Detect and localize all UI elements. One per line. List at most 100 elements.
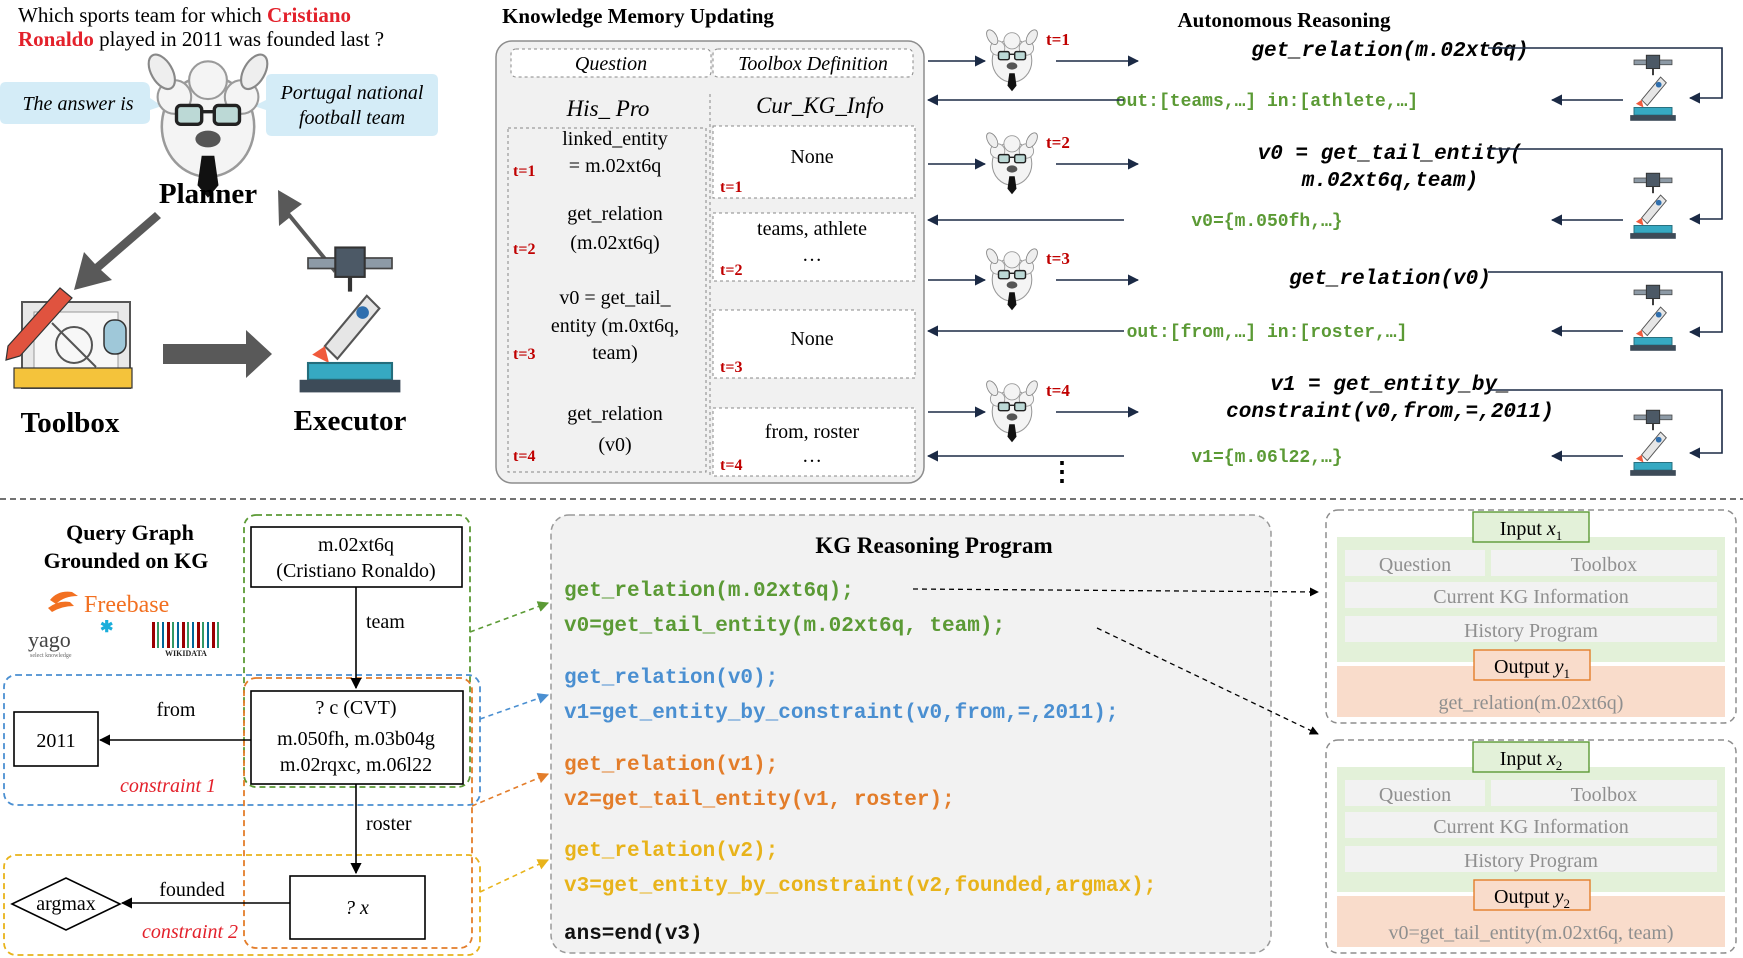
program-panel [550, 514, 1272, 954]
planner-llama-icon [983, 378, 1041, 443]
tool-call-text: get_relation(v0) [1289, 268, 1491, 291]
input-label-box [1472, 511, 1590, 543]
cvt-node-values-2: m.02rqxc, m.06l22 [280, 754, 432, 776]
tool-call-text: v0 = get_tail_entity( [1258, 143, 1523, 166]
call-to-executor-arrow [1488, 148, 1723, 225]
program-line: v3=get_entity_by_constraint(v2,founded,a… [564, 875, 1156, 898]
program-line: v0=get_tail_entity(m.02xt6q, team); [564, 615, 1005, 638]
toolbox-icon [5, 287, 133, 389]
history-chip-label: History Program [1464, 850, 1598, 872]
question-chip-label: Question [1379, 784, 1451, 806]
kg-info-chip-label: Current KG Information [1433, 586, 1629, 608]
cur-kg-header: Cur_KG_Info [756, 93, 884, 118]
output-label-box [1473, 649, 1591, 681]
toolbox-to-executor-arrow [163, 330, 272, 378]
his-pro-step-label: t=4 [513, 448, 535, 465]
his-pro-line: linked_entity [562, 128, 668, 150]
cur-kg-line: … [802, 244, 822, 266]
wikidata-bar [182, 622, 185, 648]
freebase-text: Freebase [84, 592, 169, 618]
call-to-executor-arrow [1488, 47, 1723, 104]
wikidata-bar [172, 622, 174, 648]
planner-label: Planner [159, 178, 257, 210]
cvt-node [250, 690, 464, 785]
question-tab-label: Question [575, 53, 647, 75]
toolbox-chip [1491, 780, 1717, 806]
executor-label: Executor [294, 405, 407, 437]
argmax-node [10, 877, 122, 931]
execution-output-text: out:[from,…] in:[roster,…] [1127, 323, 1408, 343]
memory-title: Knowledge Memory Updating [502, 4, 774, 28]
reasoning-step-label: t=1 [1046, 30, 1070, 49]
cur-kg-step-label: t=3 [720, 359, 742, 376]
wikidata-bar [167, 622, 170, 648]
output-label-box [1473, 879, 1591, 911]
call-to-executor-arrow [1488, 271, 1723, 338]
orange-link-arrow [471, 772, 550, 807]
toolbox-definition-tab [712, 48, 914, 78]
program-line: get_relation(m.02xt6q); [564, 580, 854, 603]
yellow-group-box [3, 854, 481, 956]
cur-kg-step-label: t=4 [720, 457, 742, 474]
wikidata-bar [217, 622, 219, 648]
toolbox-definition-tab-label: Toolbox Definition [738, 53, 888, 75]
question-text-line2: Ronaldo played in 2011 was founded last … [18, 27, 384, 51]
bubble-right-text-1: Portugal national [280, 82, 424, 104]
his-pro-step-label: t=1 [513, 163, 535, 180]
bubble-right-text-2: football team [299, 107, 405, 129]
entity-node-id: m.02xt6q [318, 534, 394, 556]
history-chip [1345, 616, 1717, 642]
history-chip [1345, 846, 1717, 872]
yellow-link-arrow [479, 859, 550, 893]
his-pro-step-label: t=2 [513, 241, 535, 258]
edge-founded-label: founded [159, 879, 225, 901]
reasoning-step-label: t=2 [1046, 133, 1070, 152]
wikidata-text: WIKIDATA [165, 649, 207, 658]
tool-call-text: m.02xt6q,team) [1301, 170, 1478, 193]
constraint-1-label: constraint 1 [120, 775, 216, 797]
wikidata-bar [212, 622, 215, 648]
query-graph-title-1: Query Graph [66, 520, 194, 545]
question-tab [510, 48, 712, 78]
toolbox-chip [1491, 550, 1717, 576]
question-text: Which sports team for which Cristiano [18, 3, 351, 27]
cur-kg-step-label: t=2 [720, 262, 742, 279]
question-chip-label: Question [1379, 554, 1451, 576]
his-pro-line: = m.02xt6q [569, 155, 661, 177]
kg-info-chip [1345, 812, 1717, 838]
executor-to-planner-arrow [278, 190, 335, 273]
program-line: ans=end(v3) [564, 923, 703, 946]
program-line: get_relation(v1); [564, 754, 778, 777]
edge-roster-label: roster [366, 813, 412, 835]
program-line: get_relation(v0); [564, 667, 778, 690]
his-pro-line: entity (m.0xt6q, [551, 315, 679, 337]
cvt-node-title: ? c (CVT) [315, 697, 396, 719]
bubble-left-text: The answer is [22, 93, 133, 115]
history-chip-label: History Program [1464, 620, 1598, 642]
output-label: Output y1 [1494, 656, 1570, 681]
output-label: Output y2 [1494, 886, 1570, 911]
planner-llama-icon [141, 48, 275, 200]
cur-kg-line: … [802, 445, 822, 467]
his-pro-line: team) [592, 342, 638, 364]
cur-kg-step-label: t=1 [720, 179, 742, 196]
green-group-box [243, 514, 471, 788]
link-to-sample-2 [1096, 627, 1319, 735]
executor-icon [1629, 409, 1677, 477]
wikidata-bar [197, 622, 200, 648]
reasoning-step-label: t=4 [1046, 381, 1070, 400]
his-pro-line: (v0) [598, 434, 631, 456]
year-node-label: 2011 [36, 730, 75, 752]
yago-subtext: select knowledge [30, 653, 72, 659]
link-to-sample-1 [912, 587, 1319, 597]
output-answer-text: get_relation(m.02xt6q) [1439, 692, 1624, 714]
cur-kg-line: teams, athlete [757, 218, 867, 240]
tool-call-text: v1 = get_entity_by_ [1270, 374, 1509, 397]
his-pro-line: get_relation [567, 203, 663, 225]
program-title: KG Reasoning Program [815, 533, 1052, 558]
reasoning-title: Autonomous Reasoning [1178, 8, 1391, 32]
svg-text:✱: ✱ [100, 619, 113, 636]
year-node [13, 711, 99, 767]
wikidata-bar [207, 622, 209, 648]
